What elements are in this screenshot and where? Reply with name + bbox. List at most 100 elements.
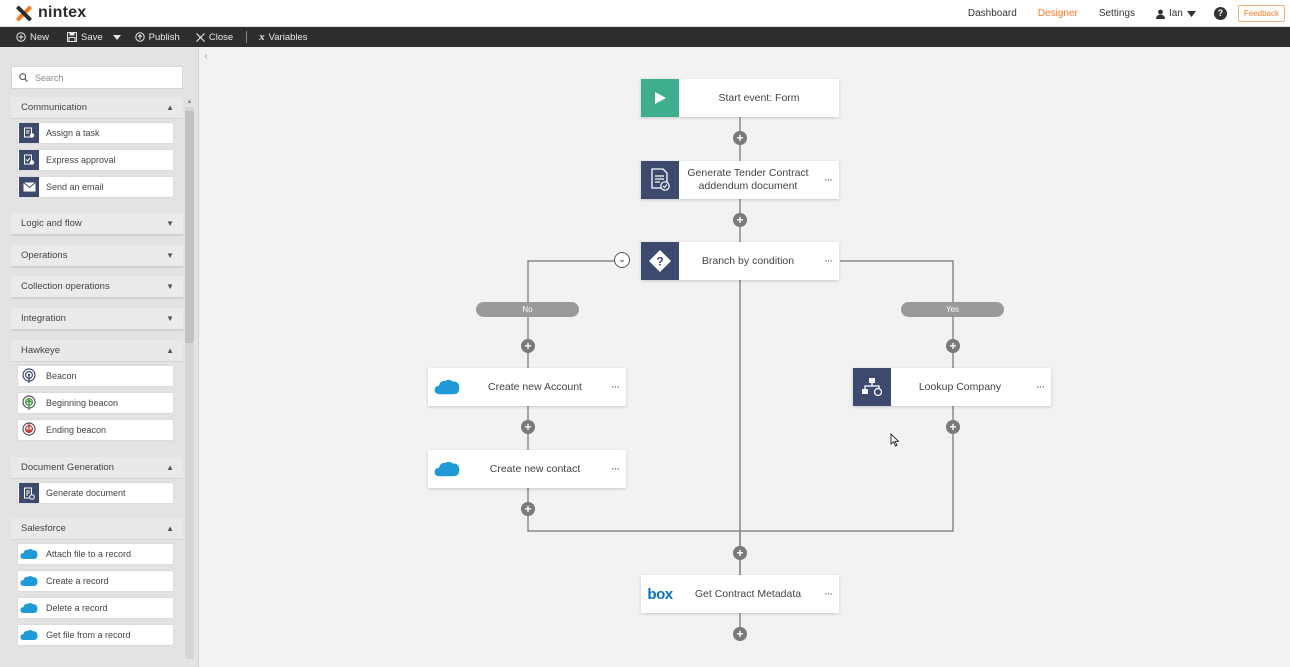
action-ending-beacon[interactable]: Ending beacon bbox=[17, 419, 174, 441]
generate-document-icon bbox=[18, 483, 40, 503]
section-header-communication[interactable]: Communication ▲ bbox=[11, 97, 183, 119]
workflow-canvas[interactable]: Start event: Form + Generate Tender Cont… bbox=[213, 47, 1290, 667]
approval-icon bbox=[18, 150, 40, 170]
workflow-connectors bbox=[527, 116, 954, 637]
action-assign-task[interactable]: Assign a task bbox=[17, 122, 174, 144]
close-icon bbox=[195, 32, 205, 42]
collapse-sidebar-chevron-left-icon[interactable]: ‹ bbox=[204, 51, 208, 62]
question-diamond-icon: ? bbox=[641, 242, 679, 280]
nav-dashboard[interactable]: Dashboard bbox=[967, 8, 1017, 19]
node-menu-ellipsis-icon[interactable]: ··· bbox=[611, 381, 620, 393]
save-button[interactable]: Save bbox=[67, 32, 121, 43]
section-header-hawkeye[interactable]: Hawkeye ▲ bbox=[11, 340, 183, 362]
add-step-plus-icon[interactable]: + bbox=[946, 339, 960, 353]
section-header-logic-flow[interactable]: Logic and flow ▼ bbox=[11, 213, 183, 235]
branch-label-yes[interactable]: Yes bbox=[901, 302, 1004, 317]
toolbar-divider bbox=[246, 31, 248, 43]
scroll-up-arrow-icon[interactable]: ▲ bbox=[186, 99, 193, 105]
node-create-account[interactable]: Create new Account ··· bbox=[428, 368, 626, 406]
node-menu-ellipsis-icon[interactable]: ··· bbox=[824, 174, 833, 186]
node-label: Lookup Company bbox=[918, 380, 1002, 393]
action-label: Generate document bbox=[46, 488, 126, 498]
node-start-event[interactable]: Start event: Form bbox=[641, 79, 839, 117]
add-step-plus-icon[interactable]: + bbox=[733, 627, 747, 641]
branch-label-no[interactable]: No bbox=[476, 302, 579, 317]
action-express-approval[interactable]: Express approval bbox=[17, 149, 174, 171]
user-name: Ian bbox=[1168, 8, 1183, 19]
add-step-plus-icon[interactable]: + bbox=[733, 546, 747, 560]
play-icon bbox=[641, 79, 679, 117]
node-label: Create new contact bbox=[489, 462, 581, 475]
chevron-up-icon: ▲ bbox=[166, 346, 174, 355]
section-integration: Integration ▼ bbox=[11, 308, 183, 330]
action-label: Get file from a record bbox=[46, 630, 131, 640]
section-title: Integration bbox=[21, 313, 66, 324]
section-header-collection-operations[interactable]: Collection operations ▼ bbox=[11, 276, 183, 298]
chevron-down-icon[interactable] bbox=[112, 34, 121, 40]
salesforce-cloud-icon bbox=[428, 450, 466, 488]
action-label: Attach file to a record bbox=[46, 549, 132, 559]
beacon-icon bbox=[18, 366, 40, 386]
collapse-branch-chevron-icon[interactable]: ⌄ bbox=[614, 252, 630, 268]
action-label: Beacon bbox=[46, 371, 77, 381]
node-menu-ellipsis-icon[interactable]: ··· bbox=[824, 255, 833, 267]
add-step-plus-icon[interactable]: + bbox=[733, 213, 747, 227]
node-label: Get Contract Metadata bbox=[694, 587, 802, 600]
plus-circle-icon bbox=[16, 32, 26, 42]
section-header-operations[interactable]: Operations ▼ bbox=[11, 245, 183, 267]
search-input[interactable] bbox=[35, 72, 175, 83]
node-lookup-company[interactable]: Lookup Company ··· bbox=[853, 368, 1051, 406]
add-step-plus-icon[interactable]: + bbox=[521, 502, 535, 516]
chevron-down-icon: ▼ bbox=[166, 282, 174, 291]
action-beginning-beacon[interactable]: Beginning beacon bbox=[17, 392, 174, 414]
box-logo-icon: box bbox=[641, 575, 679, 613]
chevron-down-icon: ▼ bbox=[166, 219, 174, 228]
action-attach-file-record[interactable]: Attach file to a record bbox=[17, 543, 174, 565]
variable-x-icon: x bbox=[259, 31, 265, 43]
user-menu[interactable]: Ian bbox=[1155, 8, 1196, 19]
action-delete-record[interactable]: Delete a record bbox=[17, 597, 174, 619]
action-label: Delete a record bbox=[46, 603, 108, 613]
scroll-thumb[interactable] bbox=[185, 111, 194, 343]
nintex-logo[interactable]: nintex bbox=[15, 4, 86, 22]
section-header-document-generation[interactable]: Document Generation ▲ bbox=[11, 457, 183, 479]
add-step-plus-icon[interactable]: + bbox=[733, 131, 747, 145]
action-create-record[interactable]: Create a record bbox=[17, 570, 174, 592]
node-menu-ellipsis-icon[interactable]: ··· bbox=[824, 588, 833, 600]
salesforce-cloud-icon bbox=[18, 544, 40, 564]
action-beacon[interactable]: Beacon bbox=[17, 365, 174, 387]
action-generate-document[interactable]: Generate document bbox=[17, 482, 174, 504]
lookup-hierarchy-icon bbox=[853, 368, 891, 406]
close-button[interactable]: Close bbox=[195, 32, 233, 43]
add-step-plus-icon[interactable]: + bbox=[946, 420, 960, 434]
action-label: Assign a task bbox=[46, 128, 100, 138]
nav-designer[interactable]: Designer bbox=[1037, 8, 1078, 19]
node-menu-ellipsis-icon[interactable]: ··· bbox=[611, 463, 620, 475]
node-get-contract-metadata[interactable]: box Get Contract Metadata ··· bbox=[641, 575, 839, 613]
new-button[interactable]: New bbox=[16, 32, 49, 43]
section-header-integration[interactable]: Integration ▼ bbox=[11, 308, 183, 330]
add-step-plus-icon[interactable]: + bbox=[521, 420, 535, 434]
section-document-generation: Document Generation ▲ Generate document bbox=[11, 457, 183, 513]
variables-button[interactable]: x Variables bbox=[259, 31, 307, 43]
add-step-plus-icon[interactable]: + bbox=[521, 339, 535, 353]
feedback-button[interactable]: Feedback bbox=[1237, 5, 1285, 22]
action-send-email[interactable]: Send an email bbox=[17, 176, 174, 198]
action-get-file-record[interactable]: Get file from a record bbox=[17, 624, 174, 646]
action-toolbox-sidebar: ▲ Communication ▲ Assign a task Express … bbox=[0, 47, 199, 667]
save-label: Save bbox=[81, 31, 103, 43]
publish-button[interactable]: Publish bbox=[134, 32, 180, 43]
salesforce-cloud-icon bbox=[428, 368, 466, 406]
help-icon[interactable]: ? bbox=[1213, 7, 1227, 20]
section-title: Communication bbox=[21, 102, 87, 113]
node-generate-document[interactable]: Generate Tender Contract addendum docume… bbox=[641, 161, 839, 199]
node-menu-ellipsis-icon[interactable]: ··· bbox=[1036, 381, 1045, 393]
chevron-up-icon: ▲ bbox=[166, 524, 174, 533]
designer-toolbar: New Save Publish Close x Variables bbox=[0, 27, 1290, 47]
section-header-salesforce[interactable]: Salesforce ▲ bbox=[11, 518, 183, 540]
nav-settings[interactable]: Settings bbox=[1098, 8, 1135, 19]
sidebar-scrollbar[interactable]: ▲ bbox=[184, 99, 194, 659]
scroll-track[interactable] bbox=[185, 107, 194, 659]
node-branch-by-condition[interactable]: ? Branch by condition ··· bbox=[641, 242, 839, 280]
node-create-contact[interactable]: Create new contact ··· bbox=[428, 450, 626, 488]
